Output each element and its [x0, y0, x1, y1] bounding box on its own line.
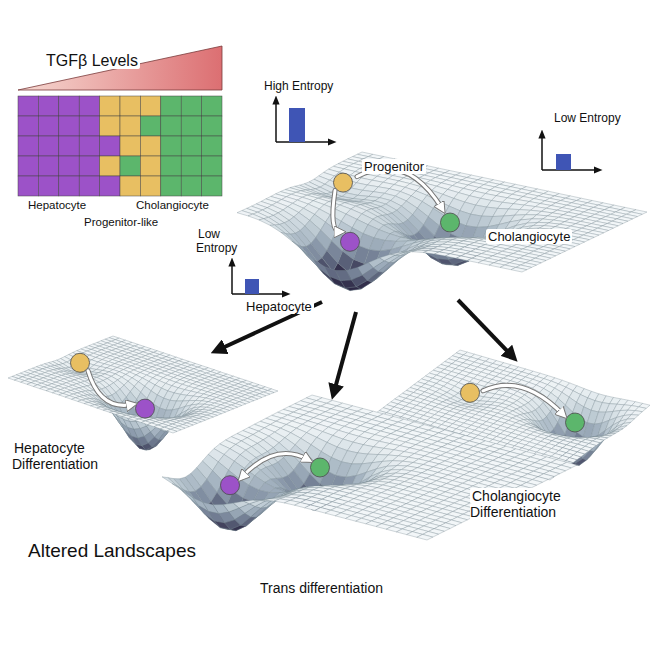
cell-grid	[18, 96, 222, 196]
grid-cell	[202, 136, 222, 156]
landscape-surface	[360, 350, 650, 480]
grid-cell	[79, 96, 99, 116]
grid-cell	[59, 116, 79, 136]
mesh-cell	[167, 429, 177, 433]
grid-cell	[18, 116, 38, 136]
grid-cell	[100, 176, 120, 196]
grid-cell	[18, 96, 38, 116]
grid-cell	[181, 96, 201, 116]
mesh-cell	[248, 214, 264, 220]
landscape-surface	[8, 336, 278, 450]
grid-cell	[140, 156, 160, 176]
grid-cell	[38, 116, 58, 136]
mesh-cell	[604, 433, 615, 435]
grid-cell	[140, 136, 160, 156]
landscape-meshes	[8, 152, 650, 540]
mesh-cell	[301, 247, 317, 262]
mesh-cell	[292, 241, 308, 256]
grid-cell	[202, 116, 222, 136]
grid-cell	[202, 176, 222, 196]
grid-cell	[120, 156, 140, 176]
grid-cell	[161, 136, 181, 156]
mesh-cell	[380, 254, 396, 261]
grid-cell	[161, 116, 181, 136]
grid-cell	[79, 136, 99, 156]
mesh-cell	[270, 225, 286, 234]
grid-cell	[181, 156, 201, 176]
grid-cell	[202, 156, 222, 176]
mesh-cell	[286, 234, 302, 247]
grid-cell	[181, 176, 201, 196]
grid-cell	[161, 156, 181, 176]
landscape-surface	[237, 152, 647, 291]
grid-cell	[100, 136, 120, 156]
grid-cell	[120, 116, 140, 136]
grid-cell	[181, 116, 201, 136]
grid-cell	[38, 96, 58, 116]
grid-cell	[38, 136, 58, 156]
grid-cell	[120, 136, 140, 156]
grid-cell	[79, 176, 99, 196]
grid-cell	[18, 176, 38, 196]
grid-cell	[18, 156, 38, 176]
grid-cell	[100, 96, 120, 116]
grid-cell	[59, 136, 79, 156]
grid-cell	[202, 96, 222, 116]
mesh-cell	[303, 251, 319, 268]
tgf-gradient-wedge	[18, 46, 222, 90]
grid-cell	[79, 116, 99, 136]
grid-cell	[120, 96, 140, 116]
grid-cell	[79, 156, 99, 176]
grid-cell	[59, 96, 79, 116]
grid-cell	[100, 156, 120, 176]
mesh-cell	[631, 411, 642, 416]
grid-cell	[161, 176, 181, 196]
grid-cell	[59, 176, 79, 196]
grid-cell	[100, 116, 120, 136]
mesh-cell	[511, 267, 527, 272]
grid-cell	[140, 96, 160, 116]
grid-cell	[161, 96, 181, 116]
grid-cell	[140, 116, 160, 136]
grid-cell	[38, 156, 58, 176]
grid-cell	[120, 176, 140, 196]
mesh-cell	[627, 415, 638, 419]
mesh-cell	[259, 219, 275, 226]
grid-cell	[59, 156, 79, 176]
grid-cell	[18, 136, 38, 156]
grid-cell	[140, 176, 160, 196]
grid-cell	[38, 176, 58, 196]
grid-cell	[181, 136, 201, 156]
